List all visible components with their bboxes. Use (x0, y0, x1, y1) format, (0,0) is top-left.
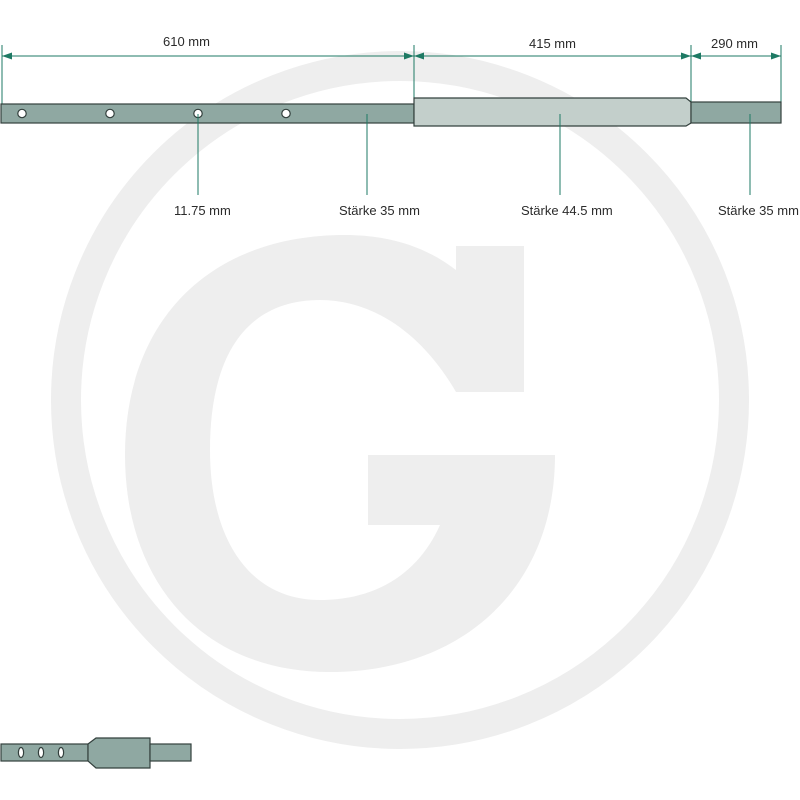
callout-thickness-section-2: Stärke 44.5 mm (521, 203, 613, 218)
dimension-label-290: 290 mm (711, 36, 758, 51)
dimension-label-610: 610 mm (163, 34, 210, 49)
dimension-label-415: 415 mm (529, 36, 576, 51)
callout-thickness-section-3: Stärke 35 mm (718, 203, 799, 218)
hole-4 (281, 108, 291, 119)
bar-section-2 (413, 97, 692, 127)
bar-drawing (0, 97, 782, 127)
dimension-lines (1, 45, 782, 104)
bar-section-1 (0, 103, 415, 124)
bar-thumbnail-icon (0, 737, 192, 769)
callout-thickness-section-1: Stärke 35 mm (339, 203, 420, 218)
hole-1 (17, 108, 27, 119)
callout-leaders (197, 114, 751, 195)
callout-hole-diameter: 11.75 mm (174, 203, 231, 218)
hole-2 (105, 108, 115, 119)
g-logo-watermark-icon (51, 51, 749, 749)
bar-section-3 (690, 101, 782, 124)
